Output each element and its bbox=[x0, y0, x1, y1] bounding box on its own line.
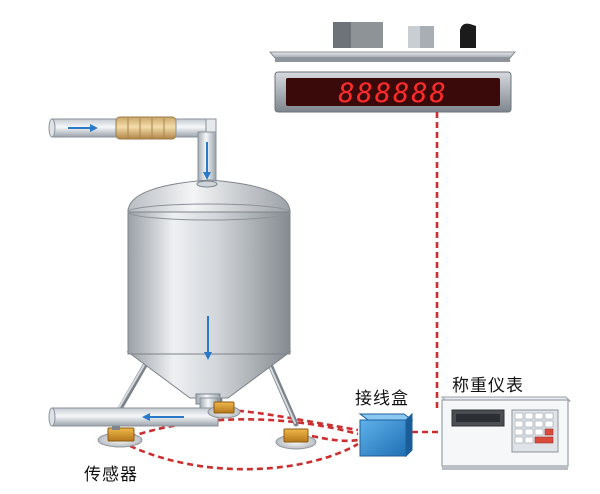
junction-box bbox=[358, 412, 414, 458]
label-junction-box: 接线盒 bbox=[355, 389, 409, 409]
flow-arrow-icon bbox=[68, 124, 98, 132]
flow-arrow-icon bbox=[204, 316, 212, 360]
inlet-pipe bbox=[48, 116, 217, 198]
flow-arrow-icon bbox=[203, 142, 211, 180]
signal-cables bbox=[129, 112, 442, 471]
load-cell-top bbox=[207, 401, 241, 419]
display-face bbox=[286, 78, 500, 106]
load-cell-icon bbox=[213, 401, 235, 414]
load-cell-left bbox=[97, 426, 143, 448]
cable-sensor-right-to-box bbox=[311, 434, 359, 443]
load-cell-right bbox=[275, 428, 317, 450]
display-shelf bbox=[269, 22, 516, 62]
load-cell-icon bbox=[107, 426, 135, 442]
cable-sensor-left-to-box-lower bbox=[129, 442, 359, 471]
label-sensor: 传感器 bbox=[84, 465, 138, 485]
cable-sensor-left-to-box-upper bbox=[129, 418, 359, 439]
load-cell-icon bbox=[283, 428, 309, 443]
outlet-pipe bbox=[48, 397, 219, 427]
remote-display: 888888 bbox=[274, 71, 512, 113]
storage-tank bbox=[115, 179, 299, 427]
flow-arrow-icon bbox=[142, 413, 184, 421]
display-digits: 888888 bbox=[338, 78, 448, 109]
weighing-indicator bbox=[440, 396, 572, 470]
label-indicator: 称重仪表 bbox=[452, 376, 524, 396]
keypad-icon bbox=[511, 409, 559, 453]
